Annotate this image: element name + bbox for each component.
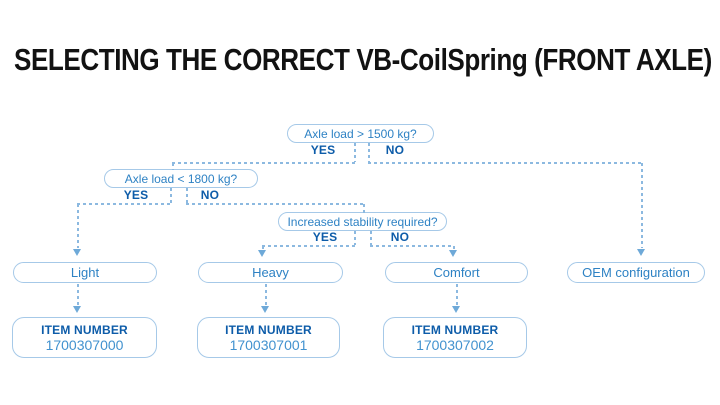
arrow-down-icon	[258, 250, 266, 257]
flow-line	[354, 143, 356, 162]
flow-line	[262, 245, 355, 247]
flow-line	[172, 163, 174, 170]
flow-line	[172, 162, 356, 164]
decision-axle-load-1800: Axle load < 1800 kg?	[104, 169, 258, 188]
flow-line	[265, 284, 267, 305]
arrow-down-icon	[449, 250, 457, 257]
result-oem-configuration: OEM configuration	[567, 262, 705, 283]
item-number-label: ITEM NUMBER	[41, 322, 128, 337]
arrow-down-icon	[73, 306, 81, 313]
flow-line	[186, 188, 188, 203]
decision-1-no-label: NO	[385, 143, 405, 157]
flow-line	[363, 204, 365, 213]
item-number-label: ITEM NUMBER	[225, 322, 312, 337]
flow-line	[186, 203, 364, 205]
item-number-box-heavy: ITEM NUMBER 1700307001	[197, 317, 340, 358]
flow-line	[77, 284, 79, 305]
result-comfort: Comfort	[385, 262, 528, 283]
result-heavy: Heavy	[198, 262, 343, 283]
flow-line	[354, 231, 356, 245]
flow-line	[641, 163, 643, 248]
decision-increased-stability: Increased stability required?	[278, 212, 447, 231]
decision-axle-load-1500: Axle load > 1500 kg?	[287, 124, 434, 143]
arrow-down-icon	[261, 306, 269, 313]
item-number-box-light: ITEM NUMBER 1700307000	[12, 317, 157, 358]
flow-line	[77, 204, 79, 248]
flow-line	[170, 188, 172, 203]
flow-line	[370, 245, 454, 247]
item-number-value: 1700307002	[416, 336, 494, 353]
flow-line	[77, 203, 170, 205]
flow-line	[368, 143, 370, 162]
decision-1-yes-label: YES	[310, 143, 336, 157]
decision-3-yes-label: YES	[312, 230, 338, 244]
result-light: Light	[13, 262, 157, 283]
arrow-down-icon	[452, 306, 460, 313]
flow-line	[370, 231, 372, 245]
decision-3-no-label: NO	[390, 230, 410, 244]
page-title: SELECTING THE CORRECT VB-CoilSpring (FRO…	[14, 42, 712, 77]
item-number-box-comfort: ITEM NUMBER 1700307002	[383, 317, 527, 358]
flow-line	[368, 162, 642, 164]
decision-2-yes-label: YES	[123, 188, 149, 202]
decision-2-no-label: NO	[200, 188, 220, 202]
item-number-value: 1700307000	[45, 336, 124, 353]
item-number-label: ITEM NUMBER	[411, 322, 499, 337]
flow-line	[262, 246, 264, 250]
flow-line	[453, 246, 455, 250]
flow-line	[456, 284, 458, 305]
arrow-down-icon	[637, 249, 645, 256]
arrow-down-icon	[73, 249, 81, 256]
item-number-value: 1700307001	[229, 336, 308, 353]
